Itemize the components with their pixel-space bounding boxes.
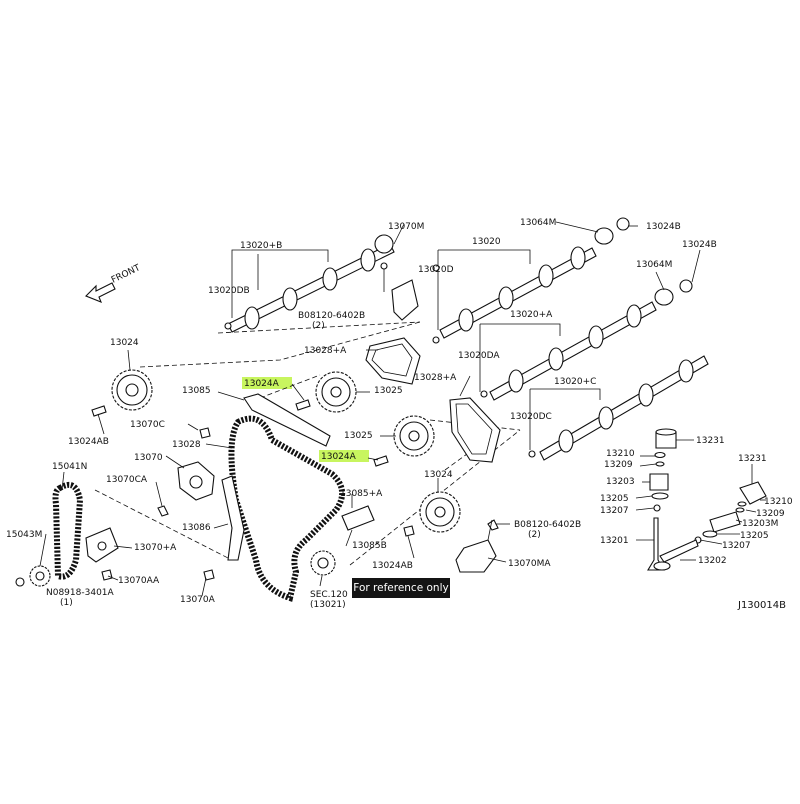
sprocket-13025-lower	[393, 415, 435, 457]
label-13064m-2: 13064M	[636, 260, 672, 270]
label-qty-n: (1)	[60, 598, 73, 608]
label-08120-6402b-top: B08120-6402B	[298, 311, 365, 321]
label-qty-bottom: (2)	[528, 530, 541, 540]
label-13210-1: 13210	[606, 449, 635, 459]
seal-parts	[224, 217, 693, 458]
label-13231-2: 13231	[738, 454, 767, 464]
label-13020d: 13020D	[418, 265, 454, 275]
front-label: FRONT	[110, 263, 142, 286]
label-13020da: 13020DA	[458, 351, 500, 361]
label-13085: 13085	[182, 386, 211, 396]
label-13203m: 13203M	[742, 519, 778, 529]
label-13024ab-2: 13024AB	[372, 561, 413, 571]
label-13020dc: 13020DC	[510, 412, 552, 422]
leader-lines	[39, 221, 766, 597]
label-13086: 13086	[182, 523, 211, 533]
camshaft-13020-b	[227, 234, 395, 333]
label-13024a-highlighted-2: 13024A	[321, 452, 357, 462]
part-labels: 13070M 13020+B 13020DB B08120-6402B (2) …	[6, 218, 793, 610]
label-08120-6402b-bottom: B08120-6402B	[514, 520, 581, 530]
gasket-13028a-lower	[449, 397, 501, 463]
label-13209-1: 13209	[604, 460, 633, 470]
label-15041n: 15041N	[52, 462, 87, 472]
highlight-13024a-upper	[242, 377, 292, 389]
label-13020-b: 13020+B	[240, 241, 282, 251]
label-sec-120: SEC.120	[310, 590, 348, 600]
label-13028: 13028	[172, 440, 201, 450]
oil-pump-sprocket	[29, 565, 51, 587]
label-13070m: 13070M	[388, 222, 424, 232]
label-13024ab: 13024AB	[68, 437, 109, 447]
gasket-13028a-upper	[365, 337, 421, 385]
reference-only-badge: For reference only	[352, 578, 450, 598]
tensioner-13070	[177, 461, 215, 501]
label-13025-2: 13025	[344, 431, 373, 441]
label-13024a-highlighted-1: 13024A	[244, 379, 280, 389]
crank-sprocket	[310, 550, 336, 576]
tensioner-arm-13070a	[85, 527, 119, 563]
label-13070c: 13070C	[130, 420, 165, 430]
label-13024-2: 13024	[424, 470, 453, 480]
camshaft-13020-c	[539, 355, 709, 461]
label-13024b-2: 13024B	[682, 240, 717, 250]
guide-13086	[221, 475, 245, 561]
sprocket-13024	[111, 369, 153, 411]
label-13070aa: 13070AA	[118, 576, 160, 586]
camshaft-brackets	[231, 249, 601, 450]
label-13064m-1: 13064M	[520, 218, 556, 228]
tensioner-13070m	[380, 262, 419, 321]
label-sec-120-sub: (13021)	[310, 600, 346, 610]
label-13028-a-2: 13028+A	[414, 373, 457, 383]
label-13205-1: 13205	[600, 494, 629, 504]
label-13085-a: 13085+A	[340, 489, 383, 499]
label-13231-1: 13231	[696, 436, 725, 446]
label-13020-a: 13020+A	[510, 310, 553, 320]
guide-13085a	[341, 505, 375, 531]
label-13207-2: 13207	[722, 541, 751, 551]
label-13020-c: 13020+C	[554, 377, 596, 387]
highlight-13024a-lower	[319, 450, 369, 462]
valve-parts-set-1	[647, 428, 677, 571]
label-13028-a-1: 13028+A	[304, 346, 347, 356]
label-13203: 13203	[606, 477, 635, 487]
diagram-code: J130014B	[737, 600, 786, 611]
camshaft-13020-a	[489, 301, 657, 401]
label-13024b-1: 13024B	[646, 222, 681, 232]
label-08918-3401a: N08918-3401A	[46, 588, 115, 598]
label-13020: 13020	[472, 237, 501, 247]
label-13201: 13201	[600, 536, 629, 546]
label-13209-2: 13209	[756, 509, 785, 519]
guide-13085	[243, 393, 331, 447]
label-13070ma: 13070MA	[508, 559, 551, 569]
label-13070ca: 13070CA	[106, 475, 148, 485]
camshaft-13020	[439, 246, 597, 339]
tensioner-13070ma	[455, 519, 497, 573]
label-13205-2: 13205	[740, 531, 769, 541]
front-arrow-icon	[85, 282, 116, 303]
label-qty-top: (2)	[312, 321, 325, 331]
label-13210-2: 13210	[764, 497, 793, 507]
label-13024: 13024	[110, 338, 139, 348]
label-13020db: 13020DB	[208, 286, 250, 296]
timing-chain-15041n	[52, 482, 84, 580]
leader-dashes	[94, 321, 521, 566]
label-13070a: 13070A	[180, 595, 216, 605]
label-13085b: 13085B	[352, 541, 387, 551]
label-15043m: 15043M	[6, 530, 42, 540]
sprocket-13024-lower	[419, 491, 461, 533]
label-13202: 13202	[698, 556, 727, 566]
sprocket-13025-upper	[315, 371, 357, 413]
label-13207-1: 13207	[600, 506, 629, 516]
label-13025-1: 13025	[374, 386, 403, 396]
label-13070: 13070	[134, 453, 163, 463]
label-13070-a: 13070+A	[134, 543, 177, 553]
